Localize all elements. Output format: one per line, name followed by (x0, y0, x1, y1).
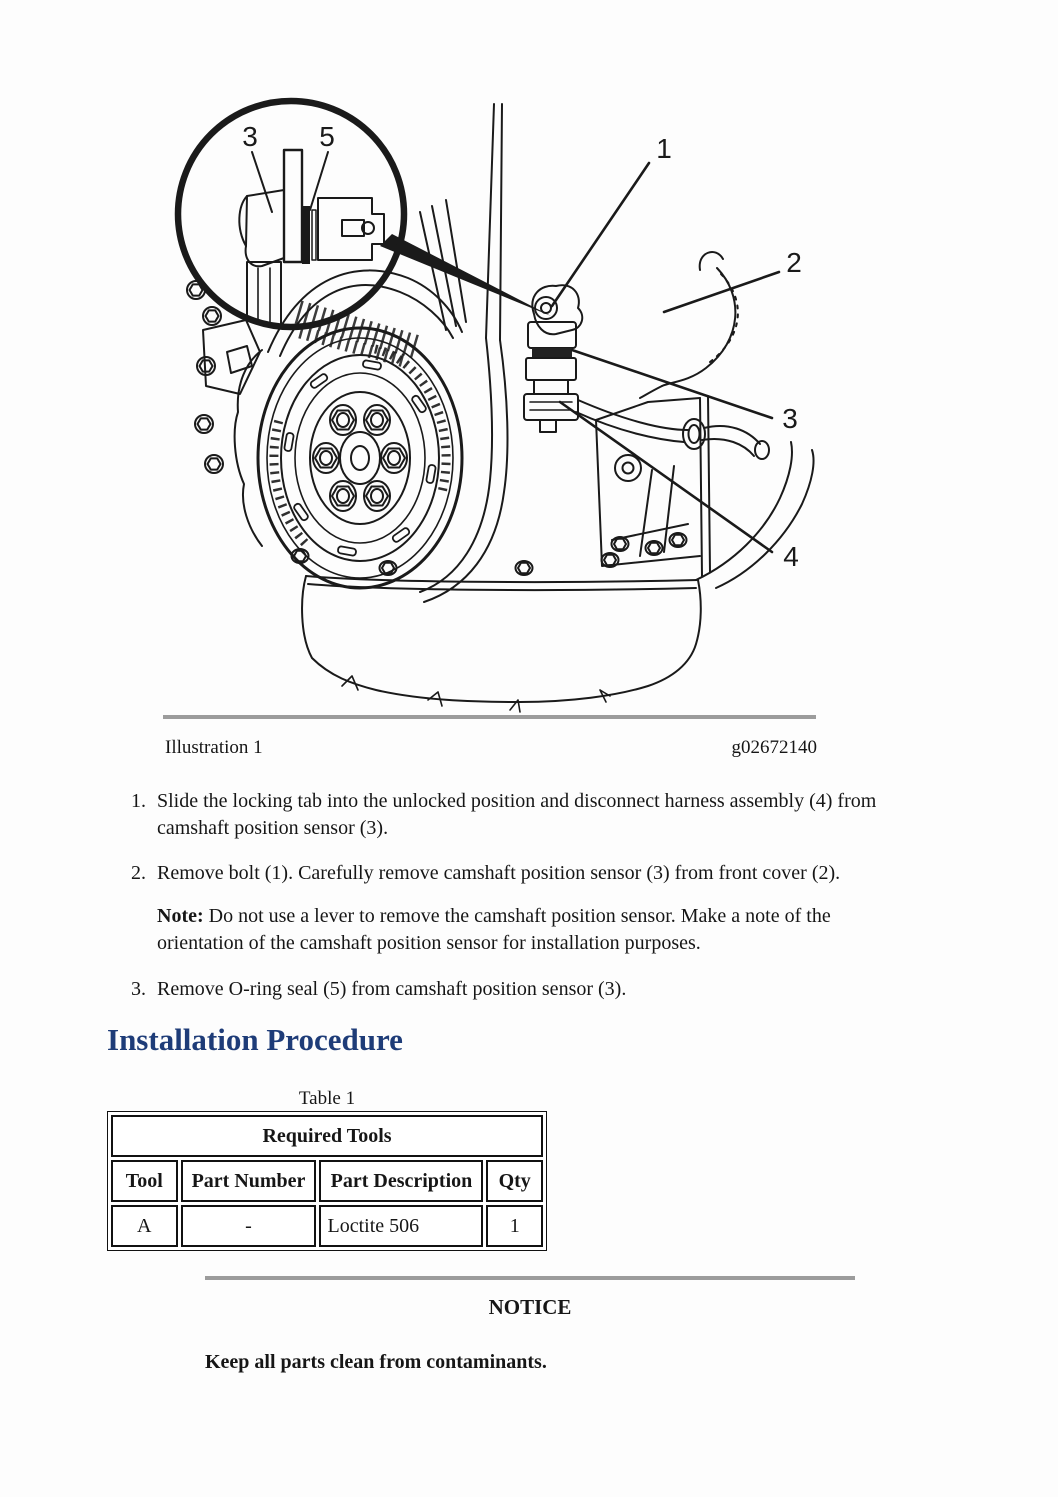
left-bracket (186, 280, 263, 547)
notice-title: NOTICE (488, 1295, 572, 1319)
removal-step-1: 1. Slide the locking tab into the unlock… (131, 788, 939, 842)
installation-procedure-heading: Installation Procedure (107, 1022, 403, 1057)
illustration-divider (163, 715, 816, 719)
engine-illustration: 3 5 1 2 3 4 (174, 97, 815, 713)
illustration-caption-label: Illustration 1 (165, 737, 263, 758)
step-number: 2. (131, 862, 146, 884)
crankshaft-pulley (256, 326, 464, 590)
col-header-qty: Qty (486, 1160, 543, 1202)
note-text: Do not use a lever to remove the camshaf… (157, 905, 831, 954)
detail-circle (174, 97, 408, 331)
table-title-row: Required Tools (111, 1115, 543, 1157)
cell-part-description: Loctite 506 (319, 1205, 484, 1247)
table-header-row: Tool Part Number Part Description Qty (111, 1160, 543, 1202)
note-paragraph: Note: Do not use a lever to remove the c… (157, 903, 909, 957)
pulley-slots (283, 359, 437, 557)
table-row: A - Loctite 506 1 (111, 1205, 543, 1247)
illustration-caption: Illustration 1 g02672140 (165, 737, 817, 759)
harness-assembly (575, 399, 770, 460)
mount-bracket (595, 395, 815, 589)
pulley-bolts (312, 404, 408, 512)
notice-divider (205, 1276, 855, 1280)
step-text: Slide the locking tab into the unlocked … (157, 790, 877, 839)
cell-qty: 1 (486, 1205, 543, 1247)
front-cover-edge (639, 251, 739, 399)
callout-4: 4 (783, 541, 799, 572)
detail-callout-5: 5 (319, 121, 335, 152)
detail-sensor-drawing (238, 148, 385, 324)
drive-belt (419, 103, 509, 603)
col-header-part-number: Part Number (180, 1160, 317, 1202)
col-header-tool: Tool (111, 1160, 178, 1202)
step-text: Remove bolt (1). Carefully remove camsha… (157, 862, 841, 884)
detail-callout-3: 3 (242, 121, 258, 152)
required-tools-table: Required Tools Tool Part Number Part Des… (107, 1111, 547, 1251)
callout-2: 2 (786, 247, 802, 278)
illustration-graphic-id: g02672140 (731, 737, 818, 758)
detail-leader-lines (251, 151, 329, 213)
hatch-shading (294, 300, 424, 369)
table-caption: Table 1 (298, 1088, 356, 1109)
step-number: 1. (131, 790, 146, 812)
detail-pointer-wedge (380, 234, 551, 316)
notice-text: Keep all parts clean from contaminants. (205, 1351, 547, 1373)
step-number: 3. (131, 978, 146, 1000)
camshaft-position-sensor (523, 284, 584, 433)
note-label: Note: (157, 905, 204, 927)
callout-leader-lines (550, 161, 781, 554)
table-title: Required Tools (111, 1115, 543, 1157)
oil-pan (290, 540, 702, 713)
cell-part-number: - (180, 1205, 317, 1247)
step-text: Remove O-ring seal (5) from camshaft pos… (157, 978, 627, 1000)
cell-tool: A (111, 1205, 178, 1247)
removal-step-3: 3. Remove O-ring seal (5) from camshaft … (131, 976, 939, 1003)
col-header-part-description: Part Description (319, 1160, 484, 1202)
removal-step-2: 2. Remove bolt (1). Carefully remove cam… (131, 860, 939, 887)
callout-1: 1 (656, 133, 672, 164)
callout-3: 3 (782, 403, 798, 434)
